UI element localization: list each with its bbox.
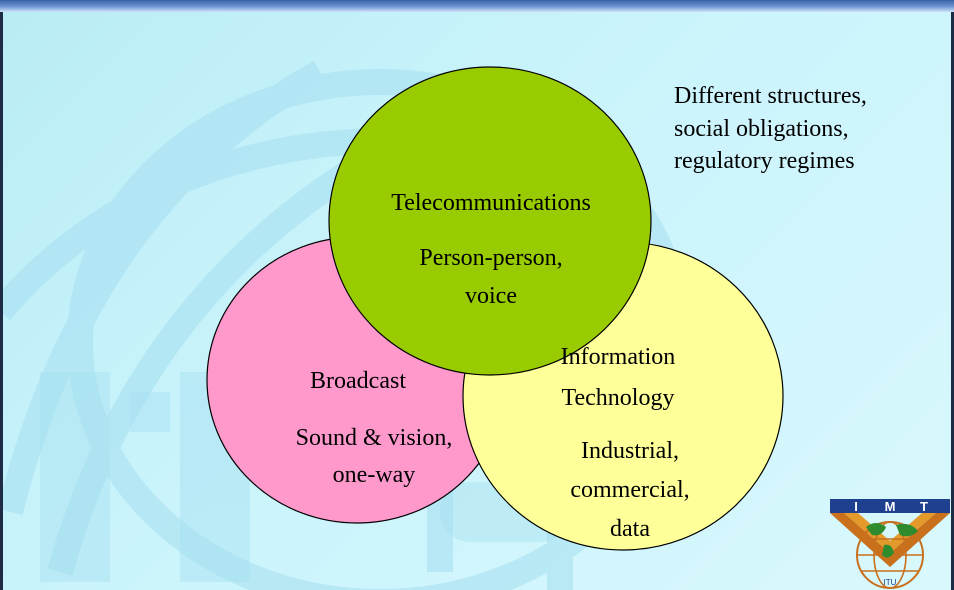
logo-letter-m: M [885,499,896,514]
title-bar [0,0,954,12]
regimes-note: Different structures, social obligations… [674,80,867,178]
telecom-title: Telecommunications [391,190,591,216]
it-description-line-1: Industrial, [581,438,679,464]
imt-globe-icon: I M T ITU [830,499,950,589]
it-description-line-3: data [610,516,650,542]
logo-letter-t: T [920,499,928,514]
logo-letter-i: I [854,499,858,514]
telecom-circle [328,66,652,376]
note-line: social obligations, [674,115,849,142]
broadcast-description-line-2: one-way [332,462,416,488]
it-title-line-2: Technology [561,385,675,411]
note-line: regulatory regimes [674,148,855,174]
broadcast-description-line-1: Sound & vision, [295,425,453,451]
imt-logo: I M T ITU [826,497,954,590]
left-border [0,12,3,590]
broadcast-title: Broadcast [310,368,406,394]
telecom-description-line-2: voice [465,283,517,309]
it-description-line-2: commercial, [570,477,690,503]
note-line: Different structures, [674,83,867,109]
it-title-line-1: Information [560,344,676,370]
telecom-description-line-1: Person-person, [419,245,563,271]
logo-itu-label: ITU [884,578,897,587]
right-border [951,12,954,590]
